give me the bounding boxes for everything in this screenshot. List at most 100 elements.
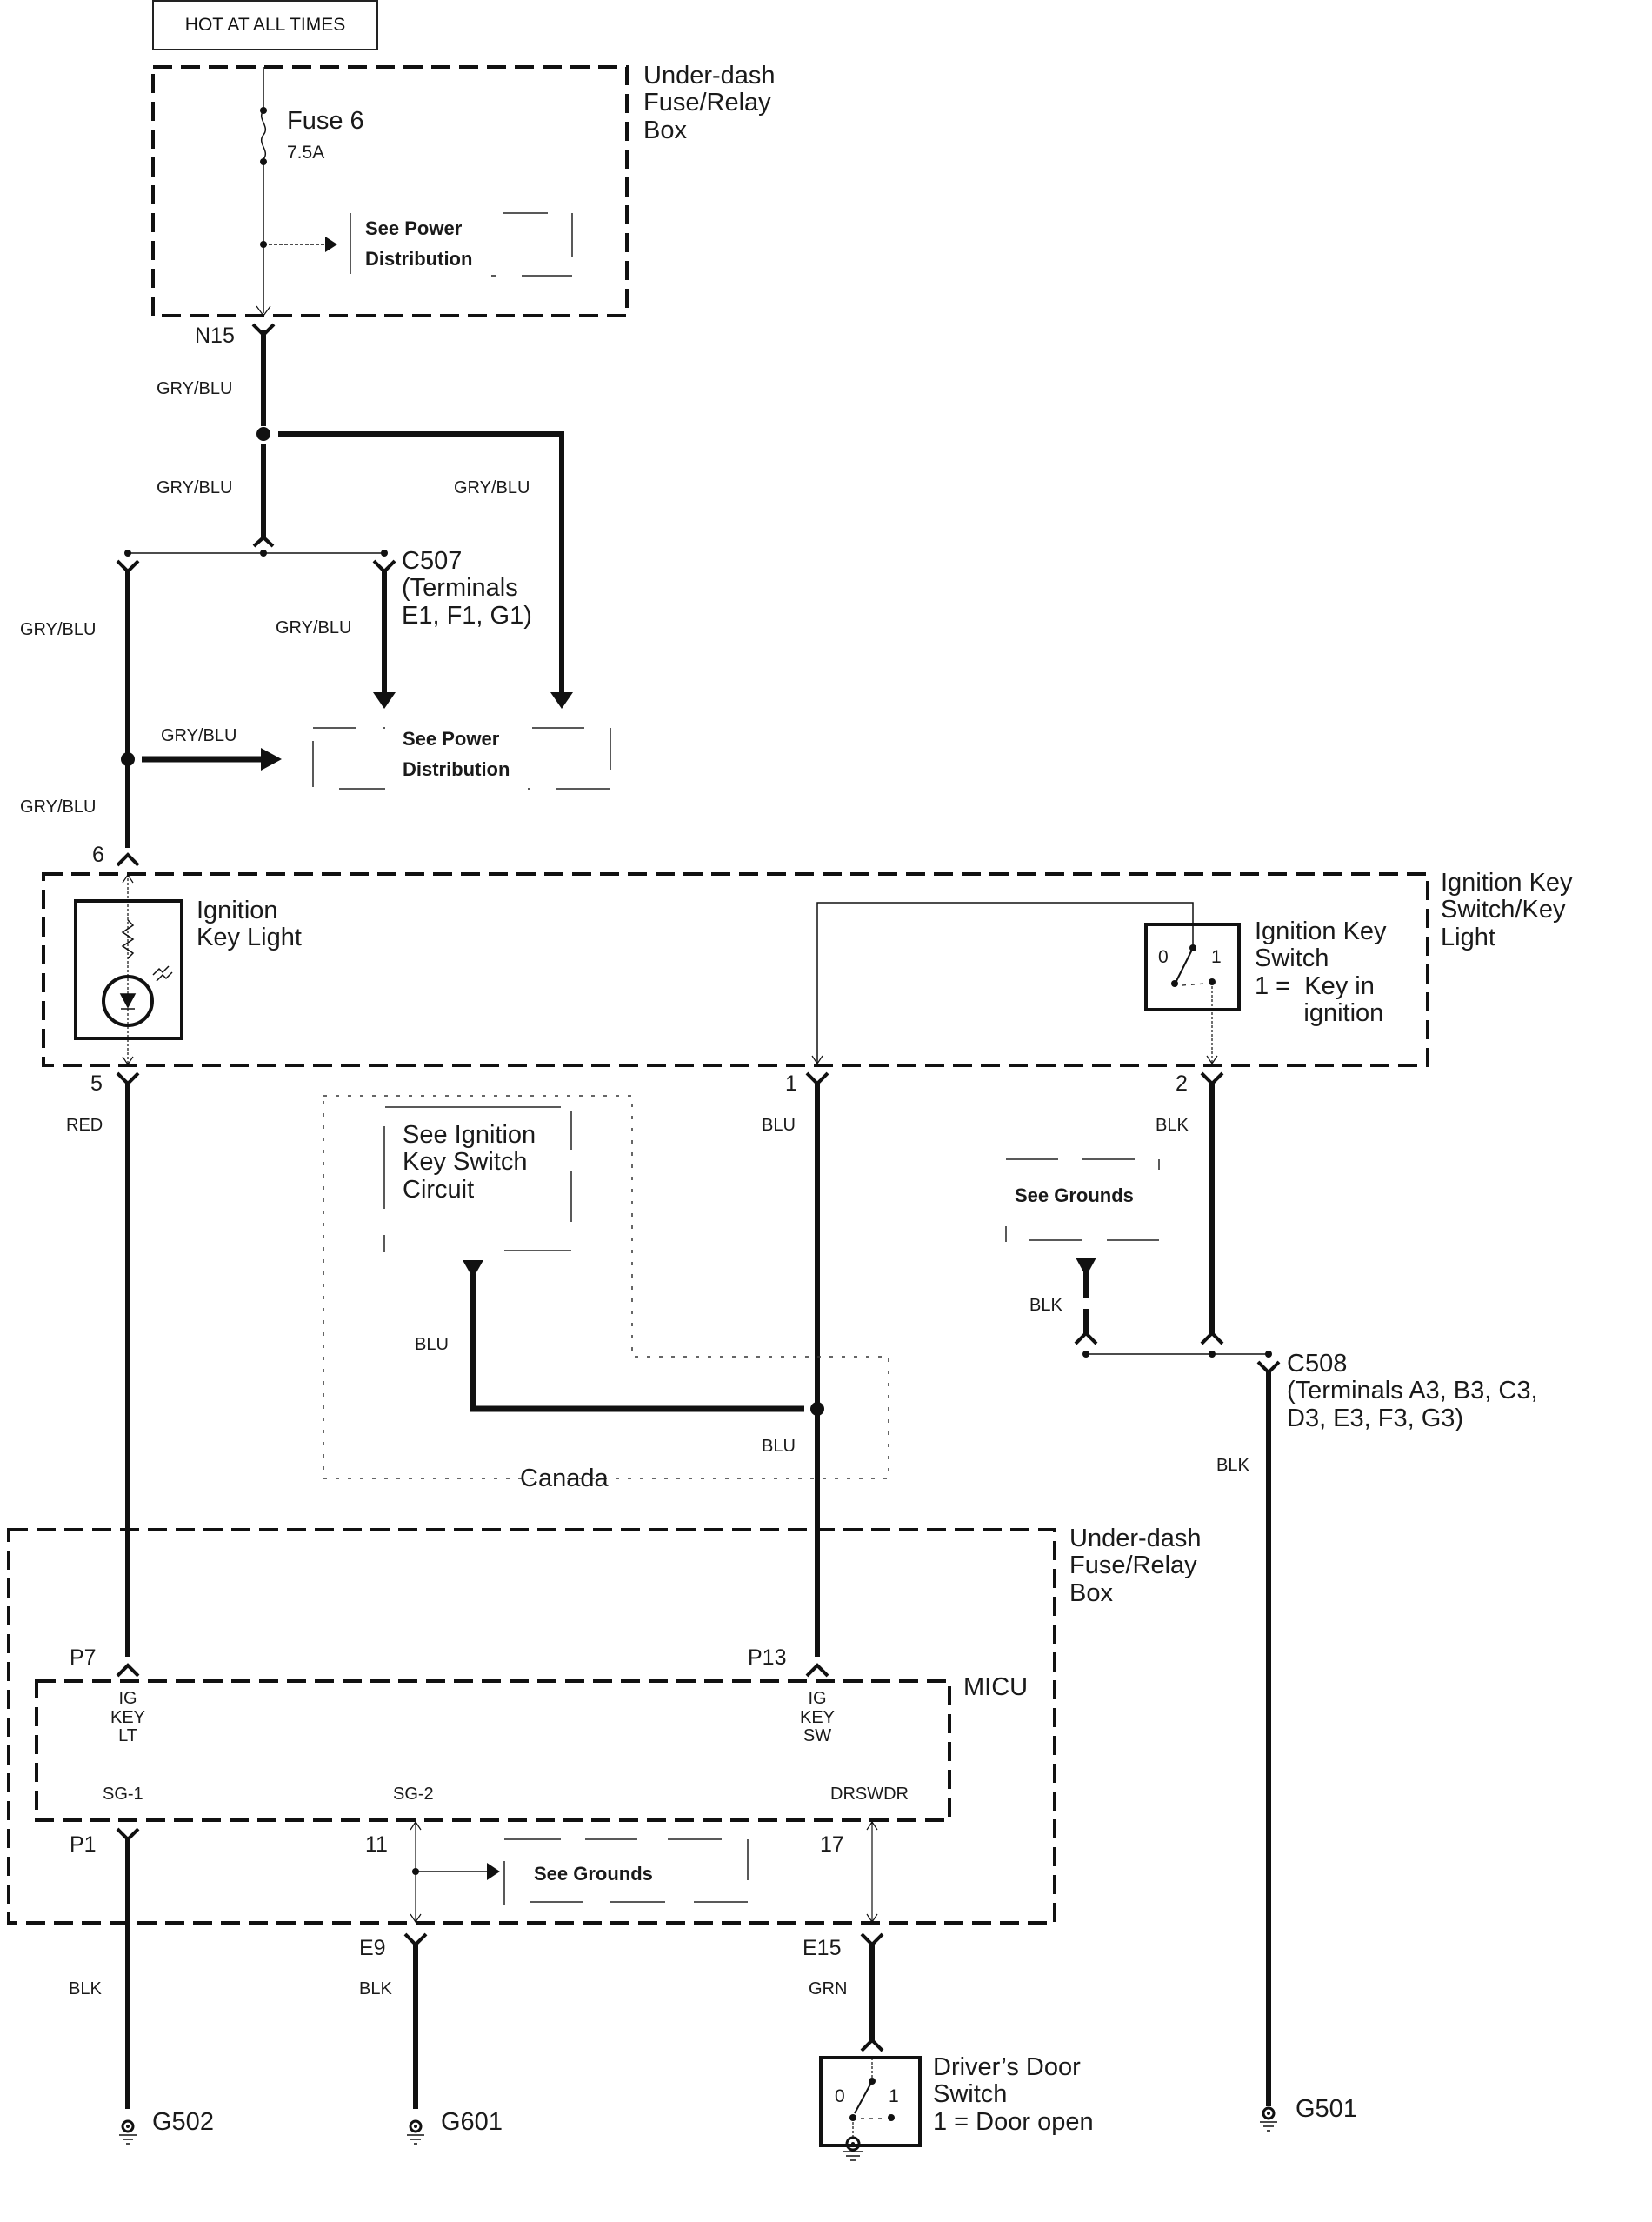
wire-color-label: BLU [762, 1116, 796, 1135]
connector-c508-pin2 [1200, 1331, 1224, 1345]
pin5-arrow [122, 1056, 134, 1066]
wire-canada-blu [470, 1274, 804, 1412]
fuse-icon [261, 110, 266, 160]
wire-color-label: GRY/BLU [157, 379, 233, 398]
key-light-label: Ignition Key Light [197, 897, 302, 952]
switch-contact-0 [1171, 980, 1178, 987]
pin1-arrow [811, 1055, 823, 1065]
lower-fuse-box-label: Under-dash Fuse/Relay Box [1069, 1525, 1202, 1607]
c508-node-mid [1209, 1351, 1216, 1358]
grounds-ref-2[interactable]: See Grounds [534, 1863, 653, 1885]
splice-canada [810, 1402, 824, 1416]
ground-icon-door-switch [843, 2136, 863, 2161]
grounds-ref-2-frame [503, 1838, 749, 1905]
ground-icon-g601 [407, 2119, 424, 2145]
connector-n15-label: N15 [195, 324, 235, 348]
wire-color-label: BLK [1029, 1296, 1062, 1315]
ground-icon-g501 [1260, 2106, 1277, 2132]
micu-label: MICU [963, 1673, 1029, 1701]
upper-fuse-relay-box [151, 65, 629, 317]
wire-color-label: BLK [359, 1979, 392, 1998]
door-switch-blade [854, 2080, 873, 2114]
splice-main [256, 427, 270, 441]
connector-p7 [116, 1663, 140, 1678]
connector-pin6-label: 6 [92, 843, 104, 867]
door-switch-pos-1: 1 [889, 2086, 899, 2106]
wire-color-label: GRY/BLU [161, 726, 237, 745]
key-switch-label: Ignition Key Switch 1 = Key in ignition [1255, 917, 1387, 1027]
wire-color-label: BLU [762, 1437, 796, 1456]
canada-option-frame [323, 1095, 889, 1479]
switch-pos-0: 0 [1158, 947, 1169, 967]
connector-p7-label: P7 [70, 1645, 97, 1670]
key-light-box [74, 899, 183, 1040]
connector-e15-label: E15 [803, 1936, 842, 1960]
connector-p1-label: P1 [70, 1832, 97, 1857]
switch-dash [1182, 983, 1206, 986]
grounds-ref-1-arrow [1076, 1258, 1096, 1277]
diode-icon [119, 993, 137, 1010]
power-dist-ref-1[interactable]: See Power Distribution [365, 217, 473, 270]
grounds-ref-1[interactable]: See Grounds [1015, 1184, 1134, 1206]
wire-color-label: BLK [1156, 1116, 1189, 1135]
micu-terminal-ig-key-sw: IG KEY SW [799, 1689, 836, 1746]
light-emission-icon [152, 965, 173, 982]
door-switch-contact-1 [888, 2114, 895, 2121]
canada-option-label: Canada [520, 1465, 609, 1492]
ignition-key-switch-box [1144, 923, 1241, 1011]
ground-icon-g502 [119, 2119, 137, 2145]
c508-node-right [1265, 1351, 1272, 1358]
power-dist-ref-2[interactable]: See Power Distribution [403, 728, 510, 781]
wire-color-label: BLK [1216, 1456, 1249, 1475]
micu-box [35, 1679, 951, 1822]
connector-door-switch [860, 2038, 884, 2052]
c507-node-left [124, 550, 131, 557]
arrow-c507-right [373, 692, 396, 709]
lower-fuse-relay-box [7, 1528, 1056, 1925]
wire-color-label: BLK [69, 1979, 102, 1998]
ignition-assembly-label: Ignition Key Switch/Key Light [1441, 869, 1573, 951]
wire-color-label: GRY/BLU [20, 620, 97, 639]
connector-c508-ref [1074, 1331, 1098, 1345]
door-switch-label: Driver’s Door Switch 1 = Door open [933, 2053, 1094, 2136]
switch-pos-1: 1 [1211, 947, 1222, 967]
connector-c508-label: C508 (Terminals A3, B3, C3, D3, E3, F3, … [1287, 1350, 1538, 1432]
connector-p13 [805, 1663, 829, 1678]
ignition-key-switch-circuit-ref[interactable]: See Ignition Key Switch Circuit [403, 1121, 536, 1204]
connector-pin6 [116, 852, 140, 867]
door-switch-box [819, 2056, 922, 2147]
hot-at-all-times-label: HOT AT ALL TIMES [152, 0, 378, 50]
bulb-led-icon [102, 975, 154, 1027]
pin6-arrow [122, 873, 134, 884]
wire-color-label: RED [66, 1116, 103, 1135]
fuse-name: Fuse 6 [287, 107, 364, 135]
wire-color-label: GRY/BLU [20, 797, 97, 817]
c507-node-right [381, 550, 388, 557]
wire-color-label: GRY/BLU [157, 478, 233, 497]
switch-internal-wire [816, 902, 1194, 1063]
sg2-arrow-up [410, 1820, 422, 1831]
micu-terminal-sg2: SG-2 [393, 1785, 434, 1804]
ground-label-g501: G501 [1296, 2095, 1357, 2123]
connector-c507-top [252, 535, 275, 548]
grounds-ref-2-arrowhead [487, 1863, 500, 1880]
drswdr-arrow-down [866, 1913, 878, 1924]
fuse-rating: 7.5A [287, 143, 325, 163]
micu-terminal-ig-key-lt: IG KEY LT [110, 1689, 146, 1746]
switch-blade [1176, 947, 1194, 982]
power-dist-1-ref-frame [350, 212, 573, 277]
micu-terminal-drswdr: DRSWDR [830, 1785, 909, 1804]
grounds-ref-1-frame [1005, 1158, 1160, 1242]
power-dist-1-arrowhead [325, 237, 337, 252]
connector-pin2-label: 2 [1176, 1071, 1188, 1096]
c507-node-mid [260, 550, 267, 557]
wire-color-label: GRY/BLU [454, 478, 530, 497]
wire-color-label: GRN [809, 1979, 848, 1998]
upper-fuse-box-label: Under-dash Fuse/Relay Box [643, 62, 776, 144]
arrow-to-power-dist [261, 748, 282, 771]
sg2-arrow-down [410, 1913, 422, 1924]
connector-e9-label: E9 [359, 1936, 386, 1960]
arrow-right-branch [550, 692, 573, 709]
connector-c507-label: C507 (Terminals E1, F1, G1) [402, 547, 532, 630]
